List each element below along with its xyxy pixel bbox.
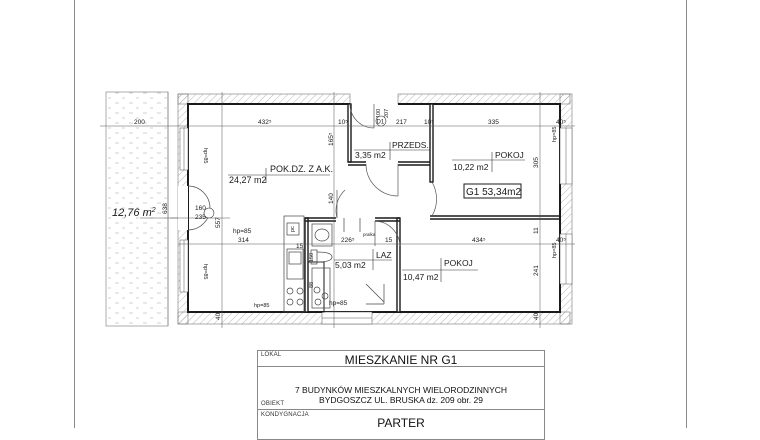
- page-border-left: [74, 0, 75, 428]
- dim-mid-right-wall: 40⁵: [556, 237, 566, 244]
- dim-mid-bath: 226⁵: [341, 237, 355, 244]
- dim-door-160: 160: [195, 205, 206, 212]
- dim-hp85-bottom2: hp=85: [329, 300, 348, 307]
- dim-mid-wall: 15: [385, 237, 393, 244]
- dim-v-wall-11a: 11: [533, 227, 540, 234]
- room-area-room2: 10,47 m2: [403, 272, 439, 282]
- door-tag-d1: D1: [377, 120, 385, 126]
- bathroom: [310, 218, 385, 309]
- label-pralka: pralka: [363, 232, 376, 237]
- dimension-lines: [100, 92, 575, 328]
- dim-hp85-bottom: hp=85: [254, 303, 269, 309]
- obiekt-line1: 7 BUDYNKÓW MIESZKALNYCH WIELORODZINNYCH: [294, 385, 508, 395]
- room-name-hall: PRZEDS.: [392, 140, 429, 150]
- dim-door-100: 100: [376, 109, 382, 118]
- terrace-area-value: 12,76 m2: [112, 207, 156, 219]
- dim-hp85-right-bottom: hp=85: [552, 243, 558, 258]
- room-area-hall: 3,35 m2: [355, 150, 386, 160]
- dimension-labels: 200 432⁵ 10⁵ 217 10⁵ 335 40⁵ 314 226⁵ 15…: [134, 109, 566, 320]
- room-area-bath: 5,03 m2: [335, 260, 366, 270]
- room-hall: PRZEDS. 3,35 m2: [354, 140, 430, 160]
- title-row-kondygnacja: KONDYGNACJA PARTER: [258, 410, 544, 440]
- dim-top-wall2: 10⁵: [424, 119, 434, 126]
- room-bath: LAZ 5,03 m2: [334, 249, 392, 270]
- room-name-room1: POKOJ: [495, 150, 524, 160]
- dim-bath-88: 88: [309, 282, 315, 288]
- dim-top-wall1: 10⁵: [338, 119, 348, 126]
- dim-v-wall-40: 40: [533, 312, 540, 320]
- dim-v-557: 557: [215, 217, 222, 228]
- kondygnacja-value: PARTER: [377, 416, 425, 430]
- dim-v-wall-40b: 40: [215, 312, 222, 320]
- dim-hp85-left-bottom: hp=85: [202, 264, 208, 279]
- unit-total-badge: G1 53,34m2: [463, 183, 522, 199]
- dim-terrace-width: 200: [134, 119, 145, 126]
- dim-kitchen-wall: 15: [296, 243, 304, 250]
- terrace-area: 12,76 m2: [112, 207, 156, 219]
- dim-top-right-wall: 40⁵: [556, 119, 566, 126]
- unit-total: G1 53,34m2: [466, 187, 521, 198]
- room-name-living: POK.DZ. Z A.K.: [270, 164, 333, 174]
- dim-hp85-right-top: hp=85: [552, 127, 558, 142]
- terrace: [105, 91, 169, 327]
- dim-v-room2: 241: [533, 265, 540, 276]
- label-pc: pc: [290, 226, 296, 232]
- kondygnacja-label: KONDYGNACJA: [261, 412, 309, 418]
- obiekt-line2: BYDGOSZCZ UL. BRUSKA dz. 209 obr. 29: [319, 395, 483, 405]
- door-tags: D1: [203, 115, 387, 219]
- dim-top-hall: 217: [396, 119, 407, 126]
- outer-walls: [177, 93, 573, 325]
- dim-top-room1: 335: [488, 119, 499, 126]
- dim-door-235: 235: [195, 214, 206, 221]
- room-name-bath: LAZ: [376, 250, 392, 260]
- room-labels: POK.DZ. Z A.K. 24,27 m2 PRZEDS. 3,35 m2 …: [112, 140, 525, 282]
- door-swings: [187, 103, 437, 247]
- interior-walls: [304, 103, 560, 313]
- dim-top-living: 432⁵: [258, 119, 272, 126]
- dim-terrace-height: 638: [162, 203, 169, 214]
- kitchen: [283, 215, 305, 313]
- dim-hp85-left-top: hp=85: [202, 148, 208, 163]
- dim-bath-150: 150: [309, 253, 315, 262]
- dim-hp85-kitchen: hp=85: [233, 228, 252, 235]
- dim-v-living-mid: 140: [328, 193, 335, 204]
- floor-plan: 200 432⁵ 10⁵ 217 10⁵ 335 40⁵ 314 226⁵ 15…: [100, 91, 575, 328]
- door-tag-d2-circle: [203, 207, 215, 219]
- lokal-label: LOKAL: [261, 352, 282, 358]
- title-block: LOKAL MIESZKANIE NR G1 7 BUDYNKÓW MIESZK…: [257, 350, 545, 440]
- room-area-room1: 10,22 m2: [453, 162, 489, 172]
- page-border-right: [686, 0, 687, 428]
- lokal-value: MIESZKANIE NR G1: [344, 353, 458, 367]
- room-name-room2: POKOJ: [444, 258, 473, 268]
- room-room2: POKOJ 10,47 m2: [402, 258, 478, 282]
- dim-v-living-upper: 165⁵: [328, 132, 335, 146]
- obiekt-label: OBIEKT: [261, 401, 285, 407]
- dim-v-room1: 305: [533, 157, 540, 168]
- room-area-living: 24,27 m2: [229, 175, 267, 185]
- title-row-lokal: LOKAL MIESZKANIE NR G1: [258, 351, 544, 367]
- dim-mid-room2: 434⁵: [472, 237, 486, 244]
- title-row-obiekt: 7 BUDYNKÓW MIESZKALNYCH WIELORODZINNYCH …: [258, 367, 544, 410]
- dim-mid-living: 314: [238, 237, 249, 244]
- dim-door-207: 207: [384, 109, 390, 118]
- room-living: POK.DZ. Z A.K. 24,27 m2: [228, 164, 333, 185]
- door-tag-d1-circle: [375, 115, 387, 127]
- room-room1: POKOJ 10,22 m2: [452, 150, 525, 172]
